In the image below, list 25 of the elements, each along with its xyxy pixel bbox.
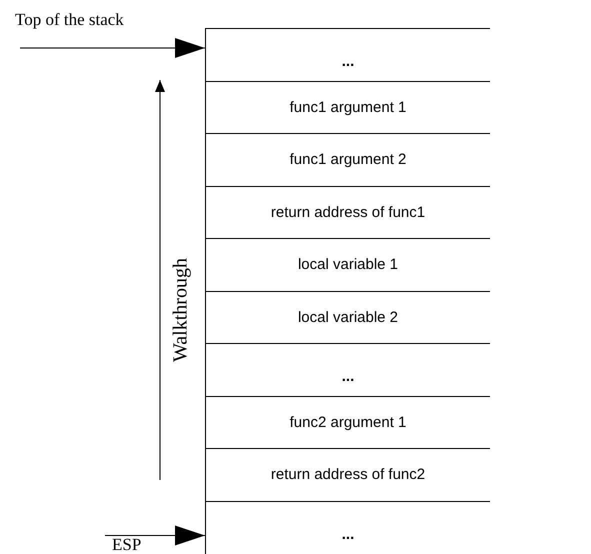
stack-slot: [205, 80, 490, 133]
arrow: [104, 526, 206, 546]
direction-label: Walkthrough: [170, 258, 192, 362]
slot-text: func2 argument 1: [290, 414, 406, 431]
stack-slot: [205, 186, 490, 238]
stack-slot: [205, 238, 490, 290]
slot-text: local variable 1: [298, 256, 398, 274]
stack-slot: [205, 396, 490, 448]
stack-slot: [205, 500, 490, 554]
slot-text: return address of func2: [270, 466, 426, 484]
stack-slot: [205, 343, 490, 396]
slot-text: ...: [342, 53, 354, 70]
slot-text: ...: [342, 368, 354, 386]
pointer-label: ESP: [112, 535, 142, 554]
slot-text: func1 argument 1: [290, 98, 406, 116]
stack-slot: [205, 133, 490, 186]
slot-text: local variable 2: [298, 308, 398, 326]
stack-slot: [205, 448, 490, 500]
stack-slot: [205, 290, 490, 343]
slot-text: ...: [342, 526, 354, 544]
slot-text: func1 argument 2: [290, 151, 406, 168]
slot-text: return address of func1: [270, 204, 426, 221]
pointer-label: Top of the stack: [15, 10, 124, 30]
stack-slot: [205, 28, 490, 80]
arrow: [20, 38, 206, 58]
